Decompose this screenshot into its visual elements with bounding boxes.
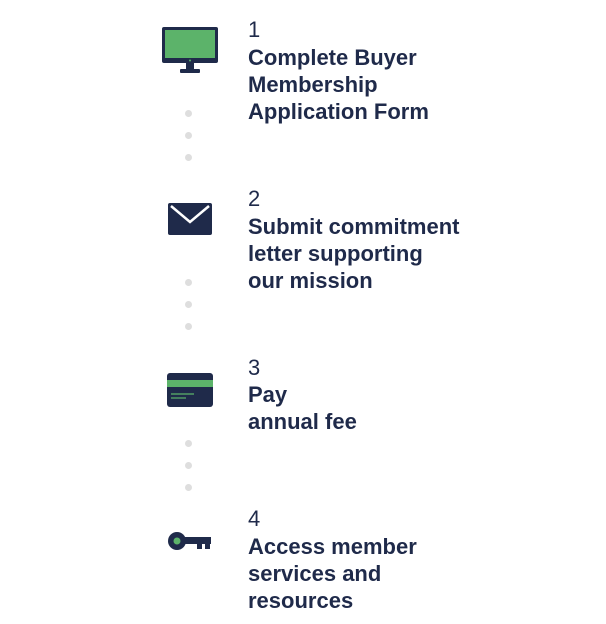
- step-title: Pay annual fee: [248, 382, 357, 434]
- connector-dot: [185, 132, 192, 139]
- step-title: Access member services and resources: [248, 534, 417, 613]
- step-number: 1: [248, 17, 261, 42]
- connector-dot: [185, 484, 192, 491]
- monitor-icon: [162, 27, 218, 73]
- connector-dot: [185, 110, 192, 117]
- step-title: Submit commitment letter supporting our …: [248, 214, 460, 293]
- credit-card-icon: [167, 373, 213, 407]
- step-number: 4: [248, 506, 261, 531]
- envelope-icon: [168, 203, 212, 235]
- step-number: 3: [248, 355, 261, 380]
- connector-dot: [185, 323, 192, 330]
- connector-dot: [185, 440, 192, 447]
- connector-dot: [185, 154, 192, 161]
- step-title: Complete Buyer Membership Application Fo…: [248, 45, 429, 124]
- connector-dot: [185, 462, 192, 469]
- key-icon: [168, 532, 211, 550]
- step-number: 2: [248, 186, 261, 211]
- connector-dot: [185, 279, 192, 286]
- connector-dot: [185, 301, 192, 308]
